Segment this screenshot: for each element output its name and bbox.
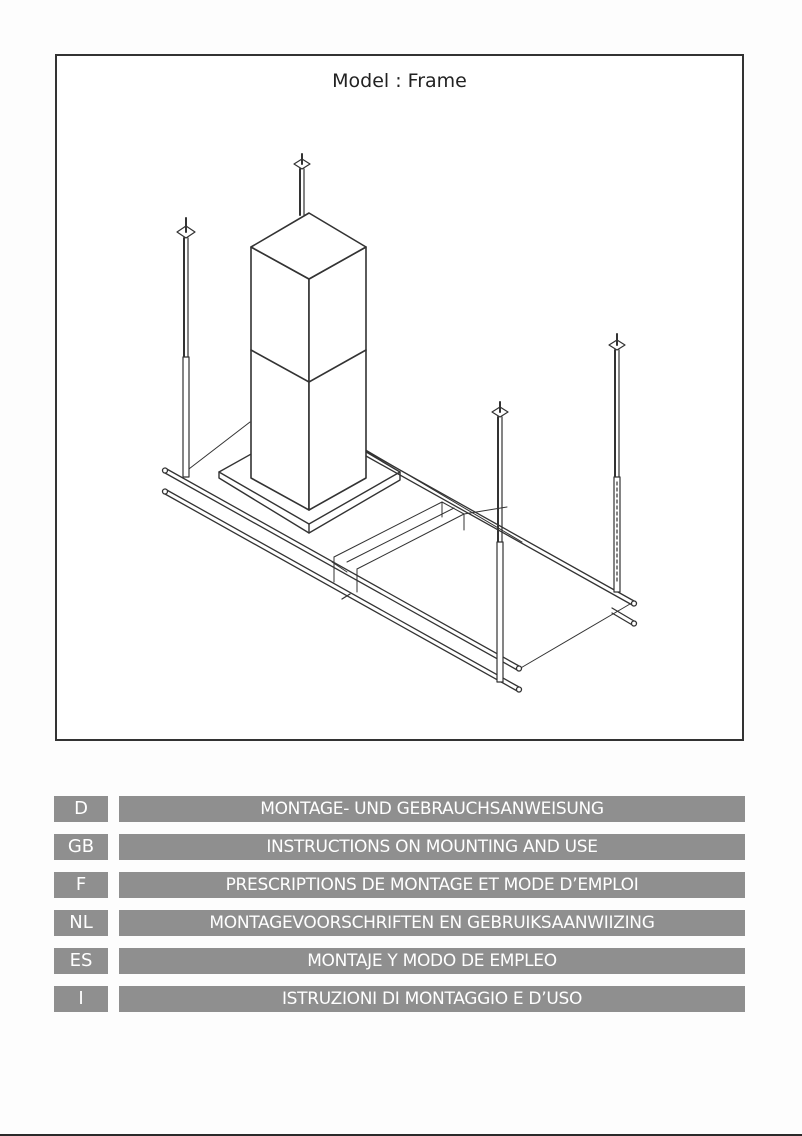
language-row-f: F PRESCRIPTIONS DE MONTAGE ET MODE D’EMP…	[54, 872, 745, 898]
language-row-gb: GB INSTRUCTIONS ON MOUNTING AND USE	[54, 834, 745, 860]
language-row-es: ES MONTAJE Y MODO DE EMPLEO	[54, 948, 745, 974]
cooker-hood-frame-illustration	[161, 153, 638, 693]
model-title: Model : Frame	[332, 70, 467, 92]
language-code-badge: GB	[54, 834, 108, 860]
language-code-badge: F	[54, 872, 108, 898]
illustration-frame: Model : Frame	[55, 54, 744, 741]
language-title-bar: MONTAJE Y MODO DE EMPLEO	[119, 948, 745, 974]
language-row-nl: NL MONTAGEVOORSCHRIFTEN EN GEBRUIKSAANWI…	[54, 910, 745, 936]
language-row-d: D MONTAGE- UND GEBRAUCHSANWEISUNG	[54, 796, 745, 822]
language-title-bar: MONTAGEVOORSCHRIFTEN EN GEBRUIKSAANWIIZI…	[119, 910, 745, 936]
language-code-badge: D	[54, 796, 108, 822]
language-code-badge: NL	[54, 910, 108, 936]
language-code-badge: ES	[54, 948, 108, 974]
language-code-badge: I	[54, 986, 108, 1012]
page-bottom-edge	[0, 1134, 802, 1136]
language-title-bar: INSTRUCTIONS ON MOUNTING AND USE	[119, 834, 745, 860]
language-title-bar: PRESCRIPTIONS DE MONTAGE ET MODE D’EMPLO…	[119, 872, 745, 898]
language-title-bar: MONTAGE- UND GEBRAUCHSANWEISUNG	[119, 796, 745, 822]
language-title-bar: ISTRUZIONI DI MONTAGGIO E D’USO	[119, 986, 745, 1012]
language-row-i: I ISTRUZIONI DI MONTAGGIO E D’USO	[54, 986, 745, 1012]
